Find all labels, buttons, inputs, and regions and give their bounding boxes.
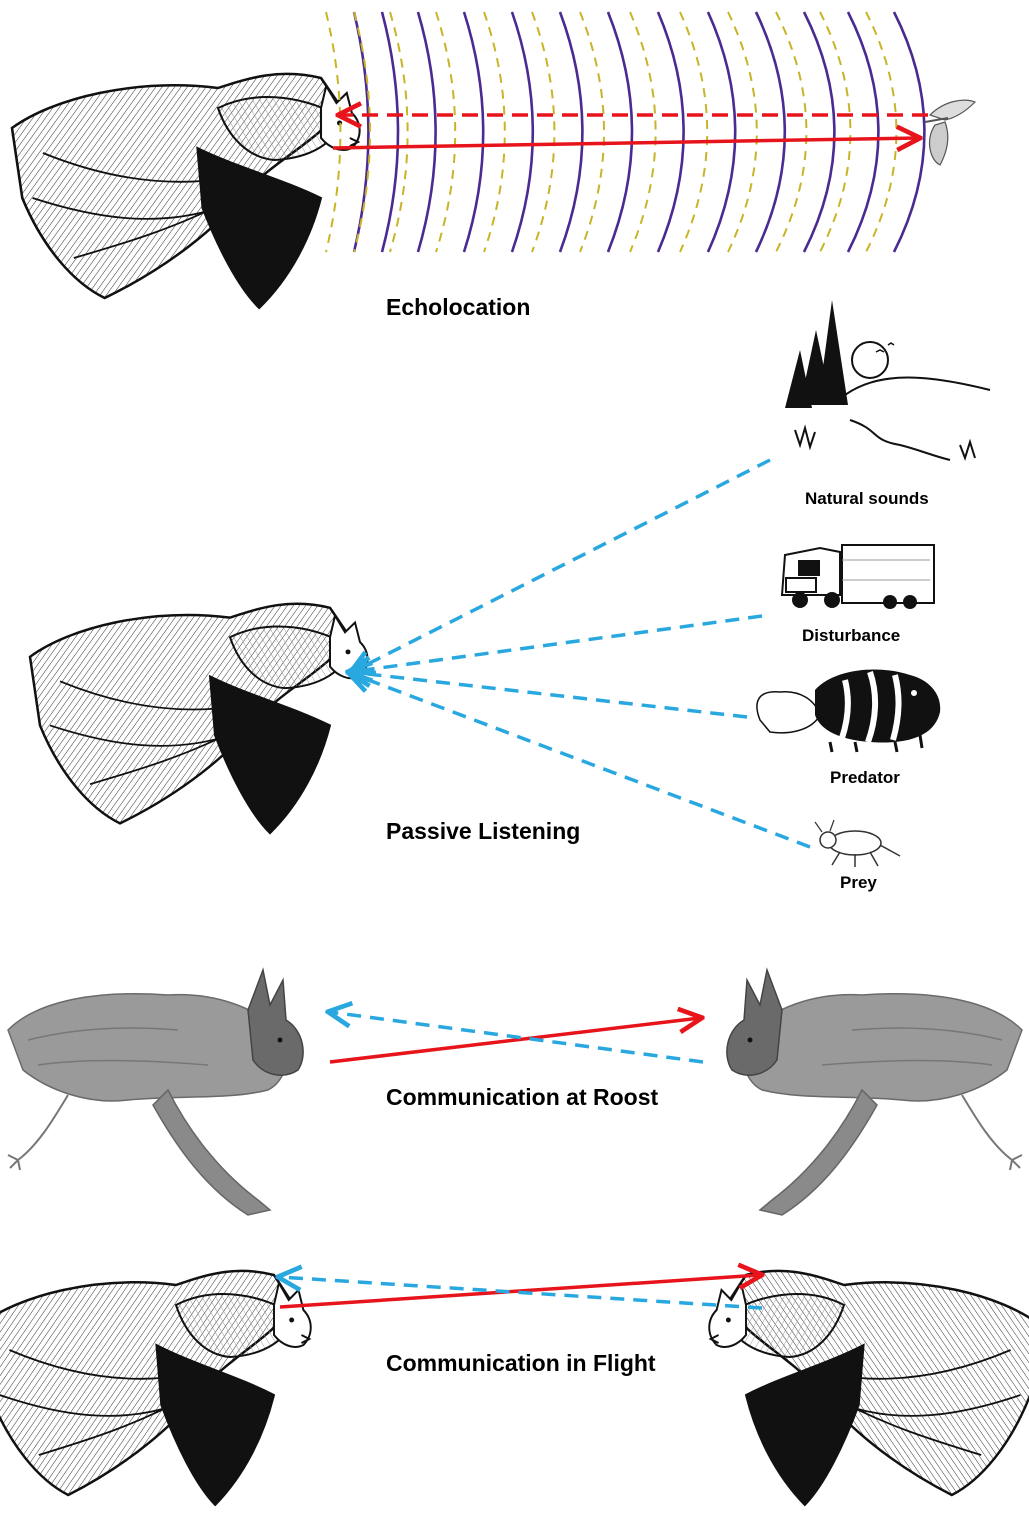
wave-arc-solid — [708, 12, 735, 252]
wave-arc-dashed — [728, 12, 757, 252]
wave-arc-dashed — [630, 12, 656, 252]
roost-bat-left-illustration — [8, 970, 303, 1215]
roost-bat-right-illustration — [727, 970, 1022, 1215]
skunk-illustration — [757, 670, 940, 752]
wave-arc-solid — [382, 12, 398, 252]
natural-sounds-illustration — [785, 300, 990, 460]
natural-sounds-label: Natural sounds — [805, 489, 929, 509]
wave-arc-solid — [756, 12, 785, 252]
wave-arc-solid — [512, 12, 533, 252]
wave-arc-solid — [894, 12, 924, 252]
echolocation-label: Echolocation — [386, 294, 530, 321]
communication-at-roost-label: Communication at Roost — [386, 1084, 658, 1111]
passive-listening-bat-illustration — [30, 604, 368, 833]
wave-arc-solid — [804, 12, 834, 252]
predator-label: Predator — [830, 768, 900, 788]
wave-arc-solid — [608, 12, 632, 252]
echolocation-bat-illustration — [12, 74, 360, 308]
moth-illustration — [925, 100, 975, 165]
wave-arc-dashed — [436, 12, 455, 252]
prey-insect-illustration — [815, 820, 900, 867]
passive-listening-arrows — [350, 460, 810, 847]
wave-arc-solid — [658, 12, 684, 252]
wave-arc-dashed — [866, 12, 896, 252]
wave-arc-dashed — [484, 12, 505, 252]
wave-arc-solid — [560, 12, 582, 252]
passive-listening-label: Passive Listening — [386, 818, 580, 845]
wave-arc-solid — [418, 12, 436, 252]
echolocation-sound-waves — [326, 12, 924, 252]
wave-arc-dashed — [776, 12, 806, 252]
disturbance-label: Disturbance — [802, 626, 900, 646]
prey-label: Prey — [840, 873, 877, 893]
flight-bat-left-illustration — [0, 1271, 311, 1505]
wave-arc-solid — [464, 12, 483, 252]
wave-arc-solid — [848, 12, 878, 252]
communication-in-flight-label: Communication in Flight — [386, 1350, 656, 1377]
truck-illustration — [782, 545, 934, 609]
wave-arc-dashed — [532, 12, 554, 252]
emitted-call-arrow — [333, 138, 918, 148]
